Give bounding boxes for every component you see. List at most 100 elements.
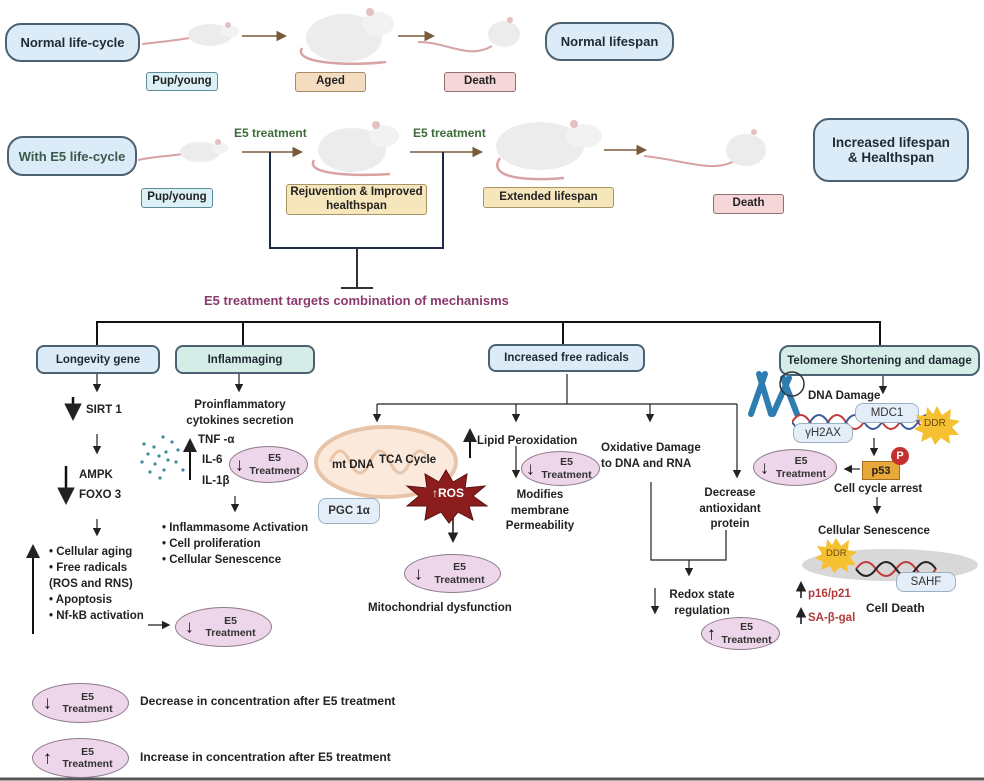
dead-rat-icon: [644, 129, 766, 168]
e5-treatment-label-2: E5 treatment: [413, 126, 486, 140]
sahf-box: SAHF: [896, 572, 956, 592]
chromosome-icon: [748, 371, 805, 417]
cytokine-dots-icon: [140, 435, 185, 480]
e5-line2: Treatment: [775, 467, 827, 480]
ddr-burst-icon: [815, 538, 857, 573]
cytokine-secretion-label: Proinflammatory cytokines secretion: [186, 399, 294, 427]
e5-line1: E5: [81, 690, 94, 703]
tca-cycle-label: TCA Cycle: [379, 454, 437, 466]
header-free-radicals: Increased free radicals: [488, 344, 645, 372]
normal-lifespan-outcome: Normal lifespan: [545, 22, 674, 61]
mito-dysfunction-label: Mitochondrial dysfunction: [368, 602, 512, 614]
dead-rat-icon: [418, 17, 520, 53]
p16-p21-label: p16/p21: [808, 588, 851, 600]
down-arrow-icon: ↓: [760, 457, 769, 478]
e5-line2: Treatment: [62, 703, 113, 715]
increased-lifespan-outcome: Increased lifespan & Healthspan: [813, 118, 969, 182]
longevity-effects-list: • Cellular aging • Free radicals (ROS an…: [49, 544, 144, 624]
stage-pup-young: Pup/young: [146, 72, 218, 91]
e5-line1: E5: [740, 621, 753, 634]
e5-line1: E5: [81, 745, 94, 758]
ros-burst-icon: [405, 469, 489, 524]
normal-lifecycle-label: Normal life-cycle: [5, 23, 140, 62]
down-arrow-icon: ↓: [414, 563, 423, 584]
effect-apoptosis: • Apoptosis: [49, 594, 113, 606]
effect-free-radicals: • Free radicals: [49, 562, 128, 574]
stage-death: Death: [444, 72, 516, 92]
young-rat-icon: [142, 22, 239, 46]
cell-cycle-arrest-label: Cell cycle arrest: [834, 483, 923, 495]
effect-inflammasome: • Inflammasome Activation: [162, 522, 309, 534]
aged-rat-icon: [299, 8, 394, 66]
mdc1-box: MDC1: [855, 403, 919, 423]
extended-lifespan-rat-icon: [496, 120, 602, 181]
young-rat-icon: [138, 139, 228, 162]
foxo3-label: FOXO 3: [79, 489, 122, 501]
e5-line2: Treatment: [721, 633, 772, 646]
e5-treatment-label-1: E5 treatment: [234, 126, 307, 140]
e5-line2: Treatment: [541, 468, 592, 481]
lipid-peroxidation-label: Lipid Peroxidation: [477, 435, 578, 447]
ddr-label: DDR: [924, 418, 946, 429]
e5-line2: Treatment: [249, 464, 300, 477]
inflammaging-effects-list: • Inflammasome Activation • Cell prolife…: [162, 520, 308, 568]
ddr-label-2: DDR: [826, 548, 847, 559]
cell-death-label: Cell Death: [866, 601, 925, 615]
down-arrow-icon: ↓: [185, 616, 194, 637]
oxidative-damage-label: Oxidative Damage to DNA and RNA: [601, 442, 701, 470]
effect-cellular-senescence: • Cellular Senescence: [162, 554, 282, 566]
header-telomere: Telomere Shortening and damage: [779, 345, 980, 376]
dna-damage-label: DNA Damage: [808, 390, 881, 402]
effect-nfkb: • Nf-kB activation: [49, 610, 144, 622]
header-longevity-gene: Longevity gene: [36, 345, 160, 374]
effect-ros-rns: (ROS and RNS): [49, 578, 133, 590]
h2ax-box: γH2AX: [793, 423, 853, 443]
antioxidant-label: Decrease antioxidant protein: [699, 487, 761, 531]
up-arrow-icon: ↑: [43, 747, 52, 768]
e5-line1: E5: [453, 561, 466, 574]
effect-cellular-aging: • Cellular aging: [49, 546, 133, 558]
down-arrow-icon: ↓: [526, 458, 535, 479]
stage-pup-young-e5: Pup/young: [141, 188, 213, 208]
cellular-senescence-label: Cellular Senescence: [818, 525, 930, 537]
redox-label: Redox state regulation: [669, 589, 735, 617]
membrane-permeability-label: Modifies membrane Permeability: [505, 489, 575, 533]
down-arrow-icon: ↓: [43, 692, 52, 713]
effect-cell-proliferation: • Cell proliferation: [162, 538, 261, 550]
e5-lifecycle-label: With E5 life-cycle: [7, 136, 137, 176]
header-inflammaging: Inflammaging: [175, 345, 315, 374]
cytokine-il1b: IL-1β: [202, 475, 230, 487]
e5-line2: Treatment: [434, 573, 485, 586]
cytokine-tnf: TNF -α: [198, 434, 235, 446]
sa-beta-gal-label: SA-β-gal: [808, 612, 856, 624]
ros-text: ROS: [438, 486, 465, 500]
stage-aged: Aged: [295, 72, 366, 92]
mt-dna-label: mt DNA: [332, 459, 375, 471]
rejuvenated-rat-icon: [311, 121, 399, 177]
legend-decrease-text: Decrease in concentration after E5 treat…: [140, 694, 396, 708]
stage-extended-lifespan: Extended lifespan: [483, 187, 614, 208]
mechanisms-title: E5 treatment targets combination of mech…: [204, 293, 509, 308]
p53-box: p53: [862, 461, 900, 480]
stage-death-e5: Death: [713, 194, 784, 214]
stage-rejuvenation: Rejuvention & Improved healthspan: [286, 184, 427, 215]
up-arrow-icon: ↑: [707, 623, 716, 644]
legend-increase-text: Increase in concentration after E5 treat…: [140, 750, 391, 764]
e5-line1: E5: [794, 455, 808, 468]
ampk-label: AMPK: [79, 469, 113, 481]
down-arrow-icon: ↓: [235, 454, 244, 475]
e5-line2: Treatment: [205, 627, 256, 639]
e5-line1: E5: [224, 614, 237, 627]
pgc1a-box: PGC 1α: [318, 498, 380, 524]
e5-line1: E5: [560, 456, 573, 469]
ddr-burst-icon: [914, 406, 960, 445]
e5-line1: E5: [268, 452, 281, 465]
ros-label: ↑ROS: [432, 486, 465, 500]
